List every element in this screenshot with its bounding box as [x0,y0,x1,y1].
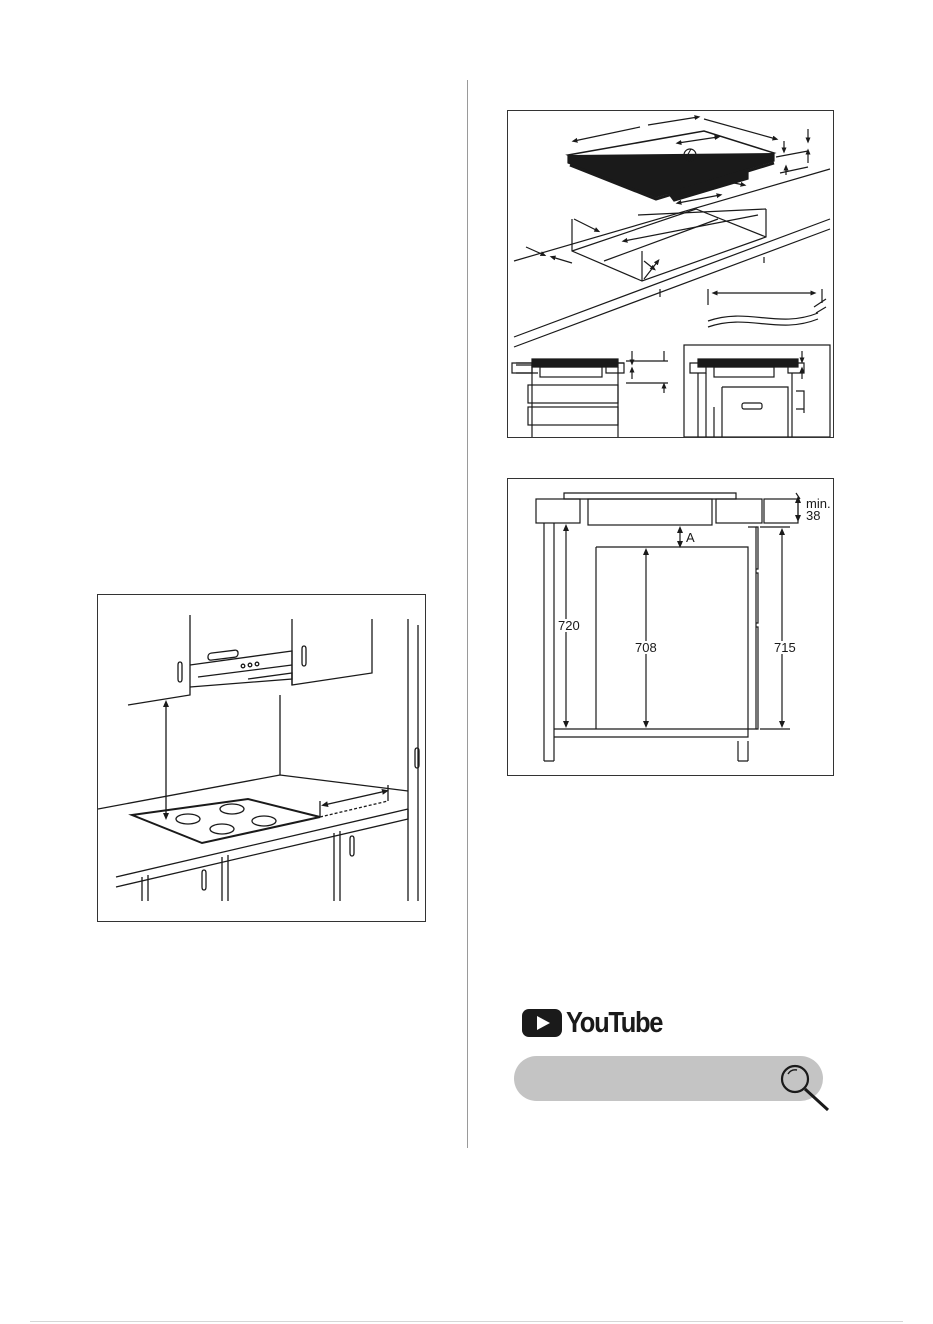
dimension-708: 708 [634,641,658,654]
cabinet-dimensions-figure: 720 708 715 A min. 38 [507,478,834,776]
search-icon[interactable] [775,1060,831,1116]
youtube-wordmark: YouTube [566,1007,662,1040]
column-divider [467,80,468,1148]
youtube-logo[interactable]: YouTube [522,1008,675,1038]
extractor-hood-icon [190,650,292,687]
hob-cutout-figure [507,110,834,438]
base-cabinet-icon [142,831,354,901]
page-bottom-rule [30,1321,903,1322]
youtube-play-icon [522,1009,562,1037]
min-label-line2: 38 [806,508,820,523]
wall-cabinet-right [292,619,372,685]
cable-icon [708,289,826,327]
gap-label-a: A [685,531,696,544]
min-clearance-label: min. 38 [805,498,832,522]
wall-cabinet-left [128,615,190,705]
dimension-715: 715 [773,641,797,654]
kitchen-installation-figure [97,594,426,922]
dimension-720: 720 [557,619,581,632]
